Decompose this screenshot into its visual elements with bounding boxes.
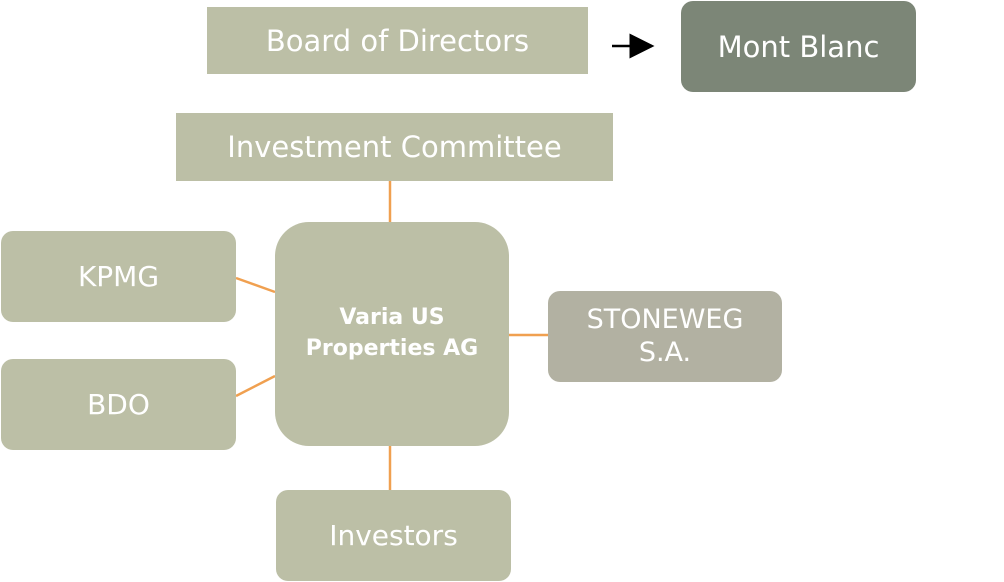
kpmg-box: KPMG xyxy=(1,231,236,322)
bdo-label: BDO xyxy=(87,388,150,421)
board-of-directors-box: Board of Directors xyxy=(207,7,588,74)
connector-bdo-center xyxy=(235,374,276,398)
stoneweg-box: STONEWEG S.A. xyxy=(548,291,782,382)
investment-committee-label: Investment Committee xyxy=(227,130,562,164)
kpmg-label: KPMG xyxy=(77,260,160,293)
investors-label: Investors xyxy=(329,519,458,552)
stoneweg-label: STONEWEG S.A. xyxy=(586,303,744,368)
board-of-directors-label: Board of Directors xyxy=(265,23,530,58)
varia-us-properties-box: Varia US Properties AG xyxy=(275,222,509,446)
connector-kpmg-center xyxy=(235,276,276,294)
investment-committee-box: Investment Committee xyxy=(176,113,613,181)
mont-blanc-label: Mont Blanc xyxy=(717,29,880,64)
varia-us-properties-label: Varia US Properties AG xyxy=(305,305,479,361)
bdo-box: BDO xyxy=(1,359,236,450)
mont-blanc-box: Mont Blanc xyxy=(681,1,916,92)
investors-box: Investors xyxy=(276,490,511,581)
